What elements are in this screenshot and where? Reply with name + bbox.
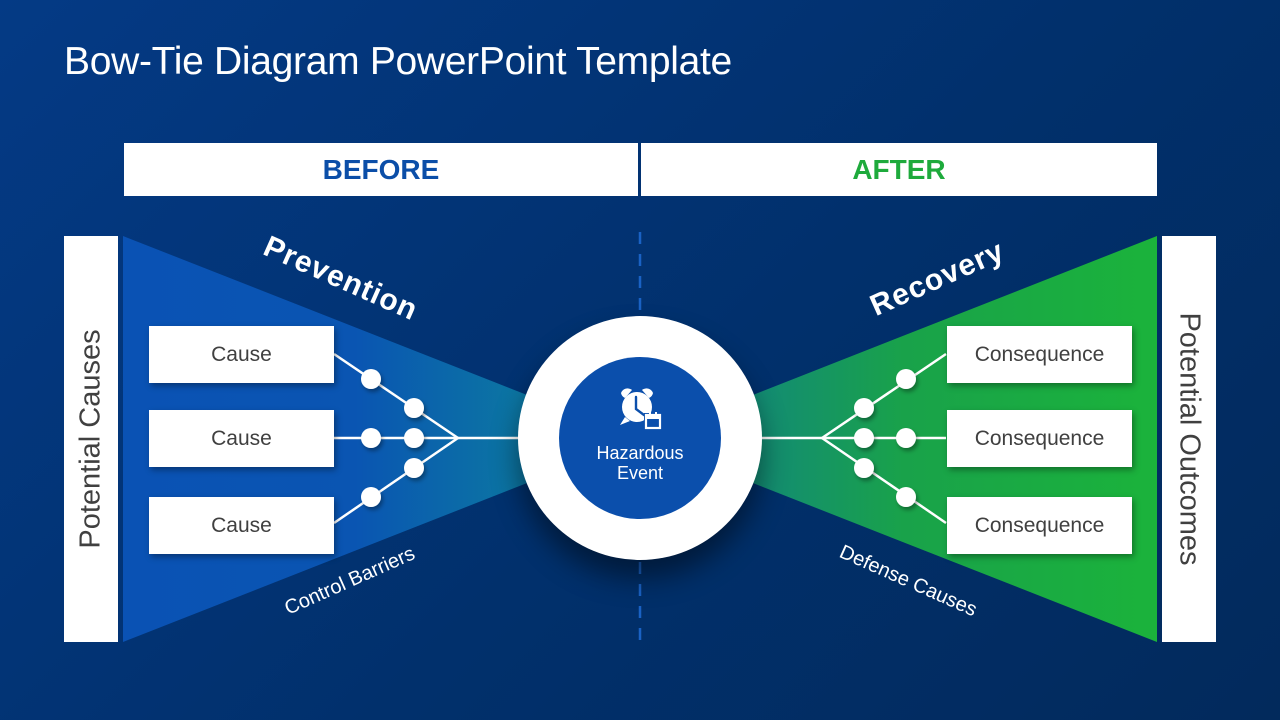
potential-causes-panel: Potential Causes xyxy=(64,236,118,642)
barrier-dot xyxy=(404,398,424,418)
barrier-dot xyxy=(361,487,381,507)
slide-title: Bow-Tie Diagram PowerPoint Template xyxy=(64,40,732,83)
barrier-dot xyxy=(896,369,916,389)
barrier-dot xyxy=(896,487,916,507)
alarm-clock-calendar-icon xyxy=(620,388,662,430)
barrier-dot xyxy=(896,428,916,448)
hazardous-event-core: Hazardous Event xyxy=(559,357,721,519)
barrier-dot xyxy=(854,428,874,448)
after-header: AFTER xyxy=(641,143,1157,196)
barrier-dot xyxy=(361,428,381,448)
barrier-dot xyxy=(404,428,424,448)
barrier-dot xyxy=(854,398,874,418)
barrier-dot xyxy=(404,458,424,478)
cause-box: Cause xyxy=(149,497,334,554)
hazardous-event-label: Hazardous Event xyxy=(559,443,721,483)
consequence-box: Consequence xyxy=(947,326,1132,383)
after-label: AFTER xyxy=(852,153,946,185)
hazardous-event-node: Hazardous Event xyxy=(518,316,762,560)
left-barrier-dots xyxy=(361,369,424,507)
before-label: BEFORE xyxy=(322,153,440,185)
barrier-dot xyxy=(361,369,381,389)
event-label-line2: Event xyxy=(616,463,664,483)
event-label-line1: Hazardous xyxy=(596,443,684,463)
barrier-dot xyxy=(854,458,874,478)
potential-outcomes-panel: Potential Outcomes xyxy=(1162,236,1216,642)
consequence-box: Consequence xyxy=(947,410,1132,467)
cause-box: Cause xyxy=(149,326,334,383)
potential-outcomes-label: Potential Outcomes xyxy=(1173,312,1206,566)
right-barrier-dots xyxy=(854,369,916,507)
consequence-box: Consequence xyxy=(947,497,1132,554)
cause-box: Cause xyxy=(149,410,334,467)
potential-causes-label: Potential Causes xyxy=(74,329,107,549)
before-header: BEFORE xyxy=(124,143,638,196)
